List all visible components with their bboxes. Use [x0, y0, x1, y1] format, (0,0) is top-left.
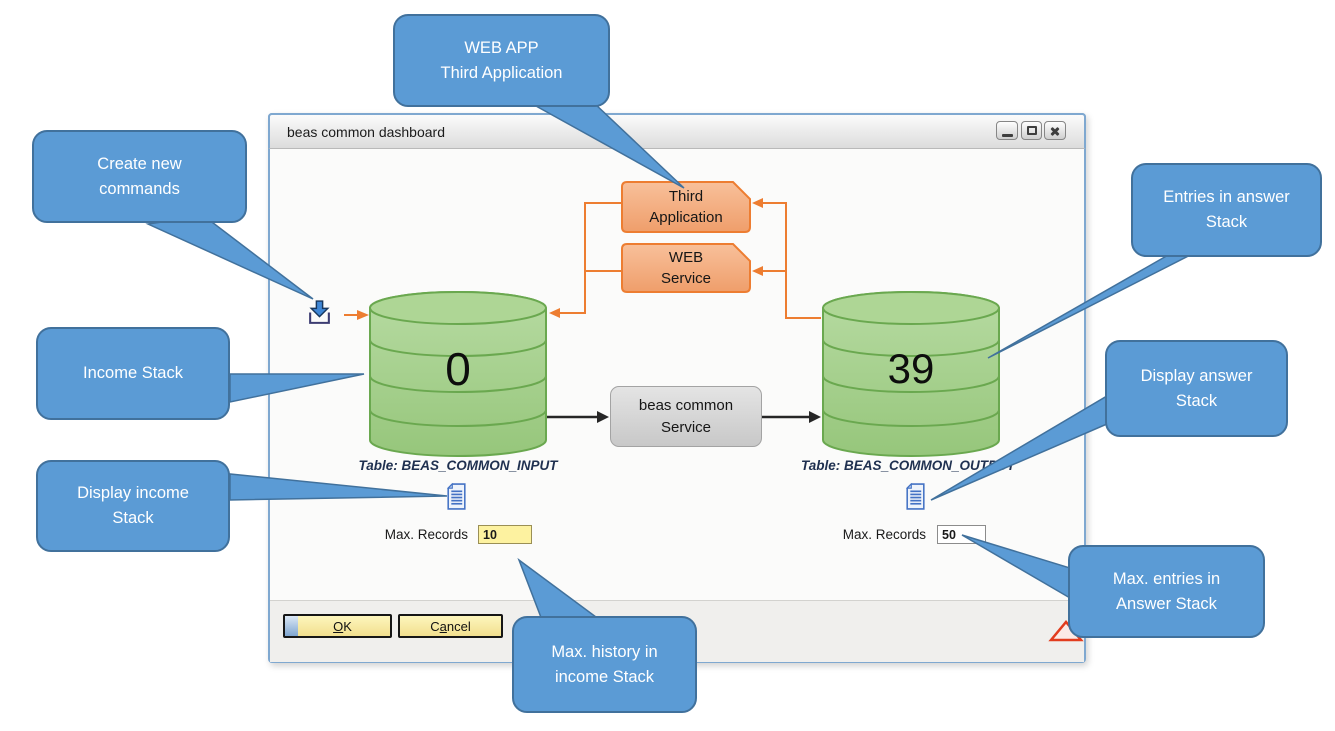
callout-max-history-income-stack: Max. history in income Stack [512, 616, 697, 713]
callout-income-stack: Income Stack [36, 327, 230, 420]
income-max-records-input[interactable] [478, 525, 532, 544]
answer-stack-cylinder [822, 291, 1000, 457]
black-arrowheads [597, 411, 821, 423]
callout-create-new-commands: Create new commands [32, 130, 247, 223]
close-button[interactable] [1044, 121, 1066, 140]
maximize-button[interactable] [1021, 121, 1042, 140]
create-new-commands-button[interactable] [306, 299, 333, 326]
callout-income-stack-tail [229, 373, 365, 403]
dialog-title: beas common dashboard [287, 123, 445, 140]
display-answer-stack-button[interactable] [905, 483, 926, 510]
callout-display-answer-tail [930, 394, 1108, 501]
ok-label: O [333, 618, 344, 634]
minimize-icon [1001, 133, 1013, 137]
third-application-box [621, 181, 751, 233]
third-application-label: Third Application [649, 188, 723, 226]
orange-arrowheads [357, 198, 763, 320]
ok-button[interactable]: OK [283, 614, 392, 638]
beas-common-service-box: beas common Service [610, 386, 762, 447]
callout-display-answer-stack: Display answer Stack [1105, 340, 1288, 437]
answer-max-records-label: Max. Records [842, 527, 926, 542]
callout-web-app: WEB APP Third Application [393, 14, 610, 107]
callout-display-income-stack: Display income Stack [36, 460, 230, 552]
income-stack-table-label: Table: BEAS_COMMON_INPUT [358, 458, 558, 473]
import-arrow-icon [309, 300, 330, 324]
callout-web-app-tail [533, 102, 685, 189]
callout-max-entries-tail [961, 534, 1071, 600]
income-stack-cylinder [369, 291, 547, 457]
answer-stack-table-label: Table: BEAS_COMMON_OUTPUT [800, 458, 1016, 473]
display-income-stack-button[interactable] [446, 483, 467, 510]
document-icon [905, 483, 925, 510]
web-service-label: WEB Service [660, 249, 712, 287]
orange-connectors [344, 202, 821, 319]
income-max-records-label: Max. Records [384, 527, 468, 542]
minimize-button[interactable] [996, 121, 1018, 140]
income-stack-count: 0 [445, 343, 471, 395]
callout-display-income-stack-tail [229, 473, 448, 501]
cancel-label: C [430, 618, 440, 634]
callout-entries-in-answer-stack: Entries in answer Stack [1131, 163, 1322, 257]
callout-max-history-tail [517, 557, 603, 621]
maximize-icon [1026, 126, 1037, 135]
cancel-button[interactable]: Cancel [398, 614, 503, 638]
ok-focus-strip [285, 616, 298, 636]
callout-max-entries-answer-stack: Max. entries in Answer Stack [1068, 545, 1265, 638]
callout-create-new-commands-tail [145, 215, 314, 300]
web-service-box [621, 243, 751, 293]
document-icon [446, 483, 466, 510]
answer-stack-count: 39 [887, 345, 935, 392]
dialog-titlebar[interactable]: beas common dashboard [268, 113, 1086, 149]
